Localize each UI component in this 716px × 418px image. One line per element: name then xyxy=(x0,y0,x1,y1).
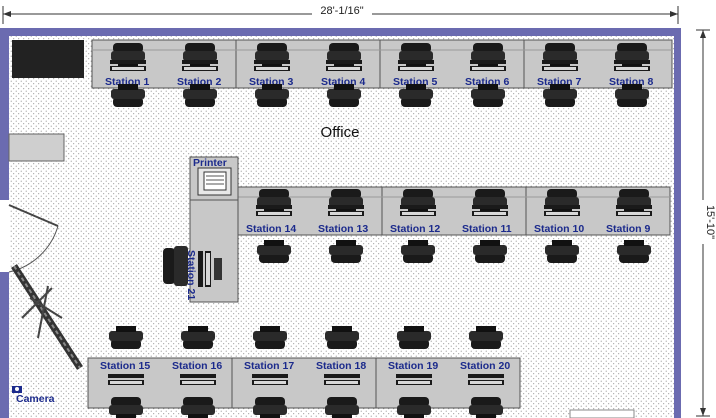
station-label: Station 18 xyxy=(316,360,366,372)
workstation: Station 7 xyxy=(537,43,581,88)
workstation: Station 4 xyxy=(321,43,365,88)
side-monitor xyxy=(198,251,222,287)
printer-icon xyxy=(197,167,232,196)
station-label: Station 1 xyxy=(105,76,149,88)
station-label: Station 19 xyxy=(388,360,438,372)
desk-row-bottom xyxy=(87,357,521,409)
desk-row-middle xyxy=(237,186,671,236)
height-dimension: 15'-10" xyxy=(696,29,716,417)
width-label: 28'-1/16" xyxy=(320,5,363,17)
station-label: Station 17 xyxy=(244,360,294,372)
side-counter xyxy=(8,133,65,162)
station-label: Station 20 xyxy=(460,360,510,372)
workstation: Station 10 xyxy=(534,189,584,235)
camera-icon xyxy=(12,386,22,393)
workstation: Station 19 xyxy=(388,360,438,418)
station-label: Station 8 xyxy=(609,76,653,88)
chair xyxy=(253,397,287,418)
tripod xyxy=(11,264,83,370)
workstation: Station 13 xyxy=(318,189,368,235)
chair xyxy=(469,397,503,418)
station-label: Station 12 xyxy=(390,223,440,235)
workstation: Station 5 xyxy=(393,43,437,88)
station-label: Station 14 xyxy=(246,223,296,235)
chair xyxy=(325,397,359,418)
width-dimension: 28'-1/16" xyxy=(2,4,679,24)
height-label: 15'-10" xyxy=(704,205,716,239)
workstation: Station 16 xyxy=(172,360,222,418)
station-label: Station 15 xyxy=(100,360,150,372)
chair xyxy=(109,397,143,418)
station-label: Station 6 xyxy=(465,76,509,88)
chair xyxy=(181,397,215,418)
printer-label: Printer xyxy=(193,157,227,169)
window xyxy=(569,409,635,418)
workstation: Station 12 xyxy=(390,189,440,235)
workstation: Station 15 xyxy=(100,360,150,418)
workstation: Station 17 xyxy=(244,360,294,418)
workstation: Station 11 xyxy=(462,189,512,235)
workstation: Station 18 xyxy=(316,360,366,418)
station-21-label: Station 21 xyxy=(185,250,197,300)
workstation: Station 1 xyxy=(105,43,149,88)
station-label: Station 4 xyxy=(321,76,365,88)
room-label: Office xyxy=(321,124,360,141)
workstation: Station 20 xyxy=(460,360,510,418)
side-chair xyxy=(163,246,188,286)
station-label: Station 9 xyxy=(606,223,650,235)
station-label: Station 16 xyxy=(172,360,222,372)
station-label: Station 5 xyxy=(393,76,437,88)
workstation: Station 3 xyxy=(249,43,293,88)
workstation: Station 8 xyxy=(609,43,653,88)
workstation: Station 6 xyxy=(465,43,509,88)
station-label: Station 13 xyxy=(318,223,368,235)
station-label: Station 11 xyxy=(462,223,512,235)
workstation: Station 2 xyxy=(177,43,221,88)
station-label: Station 10 xyxy=(534,223,584,235)
chair xyxy=(397,397,431,418)
workstation: Station 9 xyxy=(606,189,652,235)
workstation: Station 14 xyxy=(246,189,296,235)
cabinet xyxy=(12,40,84,78)
station-label: Station 2 xyxy=(177,76,221,88)
station-label: Station 7 xyxy=(537,76,581,88)
camera-label: Camera xyxy=(16,393,55,405)
station-label: Station 3 xyxy=(249,76,293,88)
